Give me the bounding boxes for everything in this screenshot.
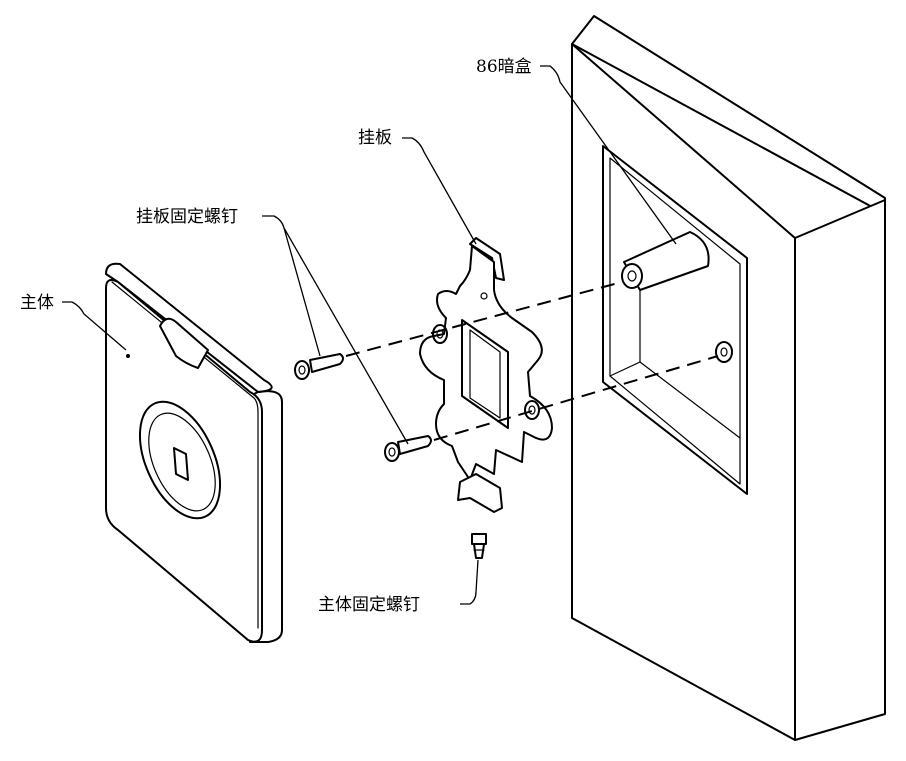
alignment-line-upper	[345, 281, 623, 357]
leader-plate-screws-b	[283, 227, 409, 445]
main-body-panel	[105, 262, 283, 643]
alignment-line-lower	[433, 355, 719, 441]
plate-screw-lower	[384, 435, 432, 462]
leader-plate-screws-a	[262, 215, 321, 357]
body-fixing-screw	[471, 533, 487, 559]
label-body-screw: 主体固定螺钉	[318, 595, 420, 615]
label-main-body: 主体	[20, 293, 54, 313]
plate-screw-upper	[294, 353, 344, 380]
plate-bottom-tab	[457, 473, 503, 513]
box-front-face	[571, 43, 796, 741]
label-mounting-plate: 挂板	[358, 128, 392, 148]
label-junction-box: 86暗盒	[476, 57, 532, 77]
leader-body	[62, 301, 127, 351]
panel-top-edge	[105, 262, 273, 393]
panel-indicator-dot	[126, 354, 130, 358]
panel-bevel	[111, 281, 259, 629]
panel-notch	[159, 317, 209, 369]
label-plate-screws: 挂板固定螺钉	[136, 207, 238, 227]
plate-small-hole	[480, 292, 488, 300]
junction-box-86	[571, 15, 886, 741]
panel-dial-inner-ring	[148, 412, 216, 512]
box-top-face	[571, 15, 886, 215]
leader-body-screw	[460, 559, 479, 605]
box-lower-standoff	[715, 341, 733, 363]
leader-box	[540, 65, 677, 245]
panel-dial-slot	[173, 447, 189, 481]
plate-top-hook	[469, 237, 505, 281]
plate-center-window-inner	[469, 329, 501, 419]
leader-plate	[402, 137, 477, 245]
box-upper-standoff	[621, 231, 710, 291]
box-side-face	[794, 199, 886, 741]
plate-right-lower-hole	[524, 400, 540, 420]
plate-outline	[419, 245, 553, 481]
plate-center-window	[461, 319, 509, 429]
box-opening-outer	[602, 145, 748, 495]
mounting-plate	[419, 237, 553, 513]
box-opening-inner	[609, 157, 741, 485]
panel-dial-ring	[138, 400, 222, 520]
